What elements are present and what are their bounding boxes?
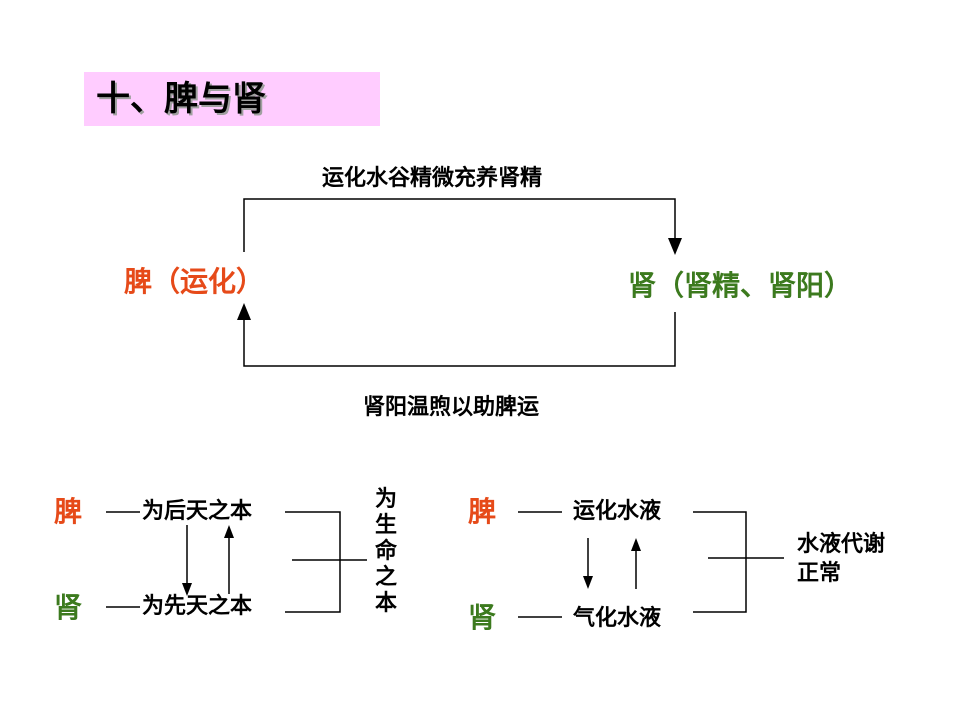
arrowhead-down-icon xyxy=(668,238,682,255)
left-down-arrowhead-icon xyxy=(182,583,192,596)
bottom-arrow-text: 肾阳温煦以助脾运 xyxy=(363,395,540,420)
bottom-loop-line xyxy=(243,312,676,367)
left-kidney-label: 肾 xyxy=(54,591,83,624)
right-up-arrowhead-icon xyxy=(631,538,641,551)
page-title: 十、脾与肾 xyxy=(96,79,266,119)
kidney-jing-yang-label: 肾（肾精、肾阳） xyxy=(628,269,853,302)
right-kidney-text: 气化水液 xyxy=(573,606,662,631)
arrowhead-up-icon xyxy=(237,303,251,320)
spleen-yunhua-label: 脾（运化） xyxy=(124,265,265,298)
left-bracket xyxy=(285,511,341,613)
right-conclusion-line1: 水液代谢 xyxy=(797,532,886,557)
top-loop-line xyxy=(243,198,676,252)
right-bracket xyxy=(693,511,747,613)
title-box xyxy=(84,72,380,126)
right-spleen-text: 运化水液 xyxy=(573,499,662,524)
left-up-arrowhead-icon xyxy=(224,525,234,538)
left-kidney-text: 为先天之本 xyxy=(142,594,253,619)
left-spleen-label: 脾 xyxy=(54,495,83,528)
left-spleen-text: 为后天之本 xyxy=(142,499,253,524)
right-down-arrowhead-icon xyxy=(583,576,593,589)
left-conclusion-vertical: 为生命之本 xyxy=(374,487,397,616)
right-kidney-label: 肾 xyxy=(468,601,497,634)
right-spleen-label: 脾 xyxy=(468,495,497,528)
top-arrow-text: 运化水谷精微充养肾精 xyxy=(322,166,543,191)
right-conclusion-line2: 正常 xyxy=(797,561,842,586)
